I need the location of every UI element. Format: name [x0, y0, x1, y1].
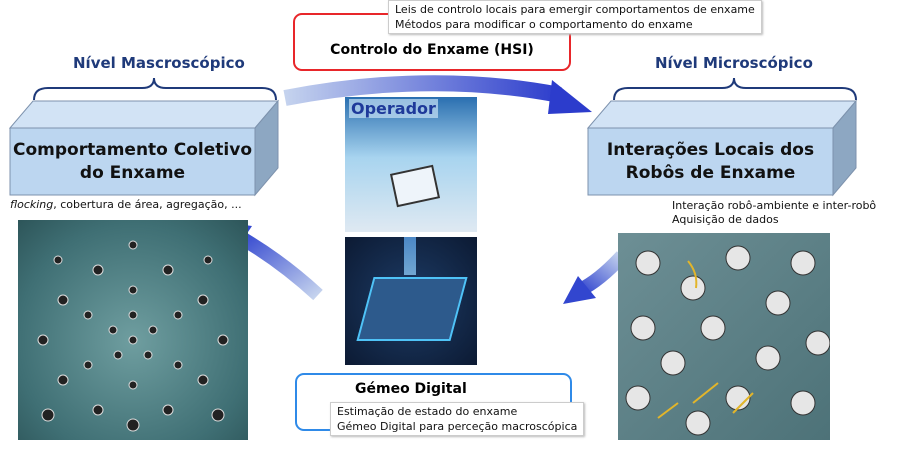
micro-level-label: Nível Microscópico	[655, 54, 813, 72]
macro-box-title: Comportamento Coletivo do Enxame	[10, 139, 255, 185]
micro-brace	[613, 77, 857, 101]
twin-notes: Estimação de estado do enxame Gémeo Digi…	[330, 402, 585, 436]
swarm-robots-circle	[37, 240, 229, 432]
micro-title-line: Robôs de Enxame	[625, 163, 796, 183]
macro-box-3d	[8, 99, 280, 197]
micro-captions: Interação robô-ambiente e inter-robô Aqu…	[672, 199, 876, 227]
micro-box-title: Interações Locais dos Robôs de Enxame	[588, 139, 833, 185]
micro-caption: Interação robô-ambiente e inter-robô	[672, 199, 877, 212]
micro-caption: Aquisição de dados	[672, 213, 779, 226]
control-notes: Leis de controlo locais para emergir com…	[388, 0, 762, 34]
left-arrow	[234, 229, 323, 301]
control-note: Métodos para modificar o comportamento d…	[395, 18, 693, 31]
control-title: Controlo do Enxame (HSI)	[330, 42, 534, 58]
twin-note: Gémeo Digital para perceção macroscópica	[337, 420, 578, 433]
robots-closeup	[625, 245, 830, 436]
macro-level-label: Nível Mascroscópico	[73, 54, 245, 72]
tablet-icon	[389, 164, 441, 208]
top-arrow-head	[548, 80, 592, 114]
platform-icon	[356, 277, 468, 341]
control-note: Leis de controlo locais para emergir com…	[395, 3, 755, 16]
operator-label: Operador	[349, 99, 438, 118]
top-curved-arrow	[283, 75, 562, 106]
micro-box-3d	[586, 99, 858, 197]
up-arrow-icon	[404, 237, 416, 275]
macro-caption: flocking, cobertura de área, agregação, …	[10, 198, 242, 212]
macro-title-line: Comportamento Coletivo	[13, 140, 252, 160]
caption-italic: flocking	[10, 198, 54, 211]
caption-rest: , cobertura de área, agregação, ...	[53, 198, 242, 211]
right-arrow	[576, 251, 628, 297]
twin-title: Gémeo Digital	[355, 381, 467, 397]
micro-title-line: Interações Locais dos	[606, 140, 815, 160]
macro-brace	[33, 77, 277, 101]
macro-swarm-photo	[18, 220, 248, 440]
twin-note: Estimação de estado do enxame	[337, 405, 518, 418]
macro-title-line: do Enxame	[79, 163, 186, 183]
micro-robots-photo	[618, 233, 830, 440]
right-arrow-head	[563, 276, 596, 304]
digital-twin-render	[345, 237, 477, 365]
operator-photo: Operador	[345, 97, 477, 232]
